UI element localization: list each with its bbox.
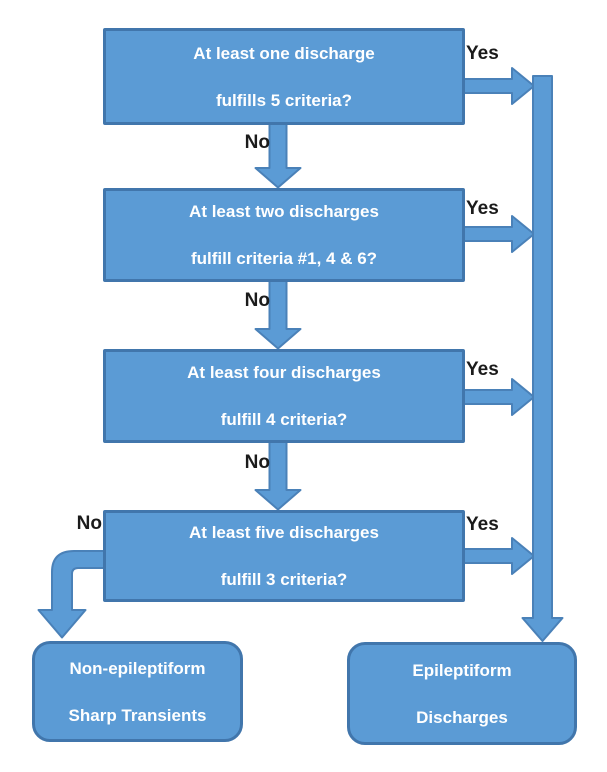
- decision-4-line2: fulfill 3 criteria?: [220, 570, 348, 589]
- no-down-arrow-3: [254, 440, 302, 511]
- decision-4-line1: At least five discharges: [189, 523, 379, 542]
- yes-label-1: Yes: [466, 43, 499, 64]
- no-elbow-arrow-4: [37, 550, 111, 639]
- collector-down-arrow: [521, 75, 564, 642]
- yes-right-arrow-2: [462, 215, 535, 253]
- decision-2-line2: fulfill criteria #1, 4 & 6?: [190, 249, 378, 268]
- yes-label-2: Yes: [466, 198, 499, 219]
- outcome-1-line2: Sharp Transients: [68, 705, 207, 725]
- outcome-box-non-epileptiform: Non-epileptiform Sharp Transients: [32, 641, 243, 742]
- no-down-arrow-1: [254, 122, 302, 189]
- no-label-1: No: [244, 132, 270, 153]
- no-label-2: No: [244, 290, 270, 311]
- yes-right-arrow-1: [462, 67, 535, 105]
- decision-3-line2: fulfill 4 criteria?: [220, 410, 348, 429]
- outcome-1-line1: Non-epileptiform: [69, 658, 206, 678]
- yes-label-3: Yes: [466, 359, 499, 380]
- decision-3-line1: At least four discharges: [187, 363, 381, 382]
- decision-2-line1: At least two discharges: [189, 202, 379, 221]
- yes-right-arrow-3: [462, 378, 535, 416]
- outcome-2-line1: Epileptiform: [412, 660, 512, 680]
- yes-right-arrow-4: [462, 537, 535, 575]
- yes-label-4: Yes: [466, 514, 499, 535]
- outcome-box-epileptiform: Epileptiform Discharges: [347, 642, 577, 745]
- outcome-2-line2: Discharges: [416, 707, 508, 727]
- decision-1-line2: fulfills 5 criteria?: [215, 90, 353, 110]
- no-label-4: No: [76, 513, 102, 534]
- no-down-arrow-2: [254, 279, 302, 350]
- decision-box-2: At least two discharges fulfill criteria…: [103, 188, 465, 282]
- decision-box-4: At least five discharges fulfill 3 crite…: [103, 510, 465, 602]
- decision-box-3: At least four discharges fulfill 4 crite…: [103, 349, 465, 443]
- decision-1-line1: At least one discharge: [193, 43, 375, 63]
- decision-box-1: At least one discharge fulfills 5 criter…: [103, 28, 465, 125]
- no-label-3: No: [244, 452, 270, 473]
